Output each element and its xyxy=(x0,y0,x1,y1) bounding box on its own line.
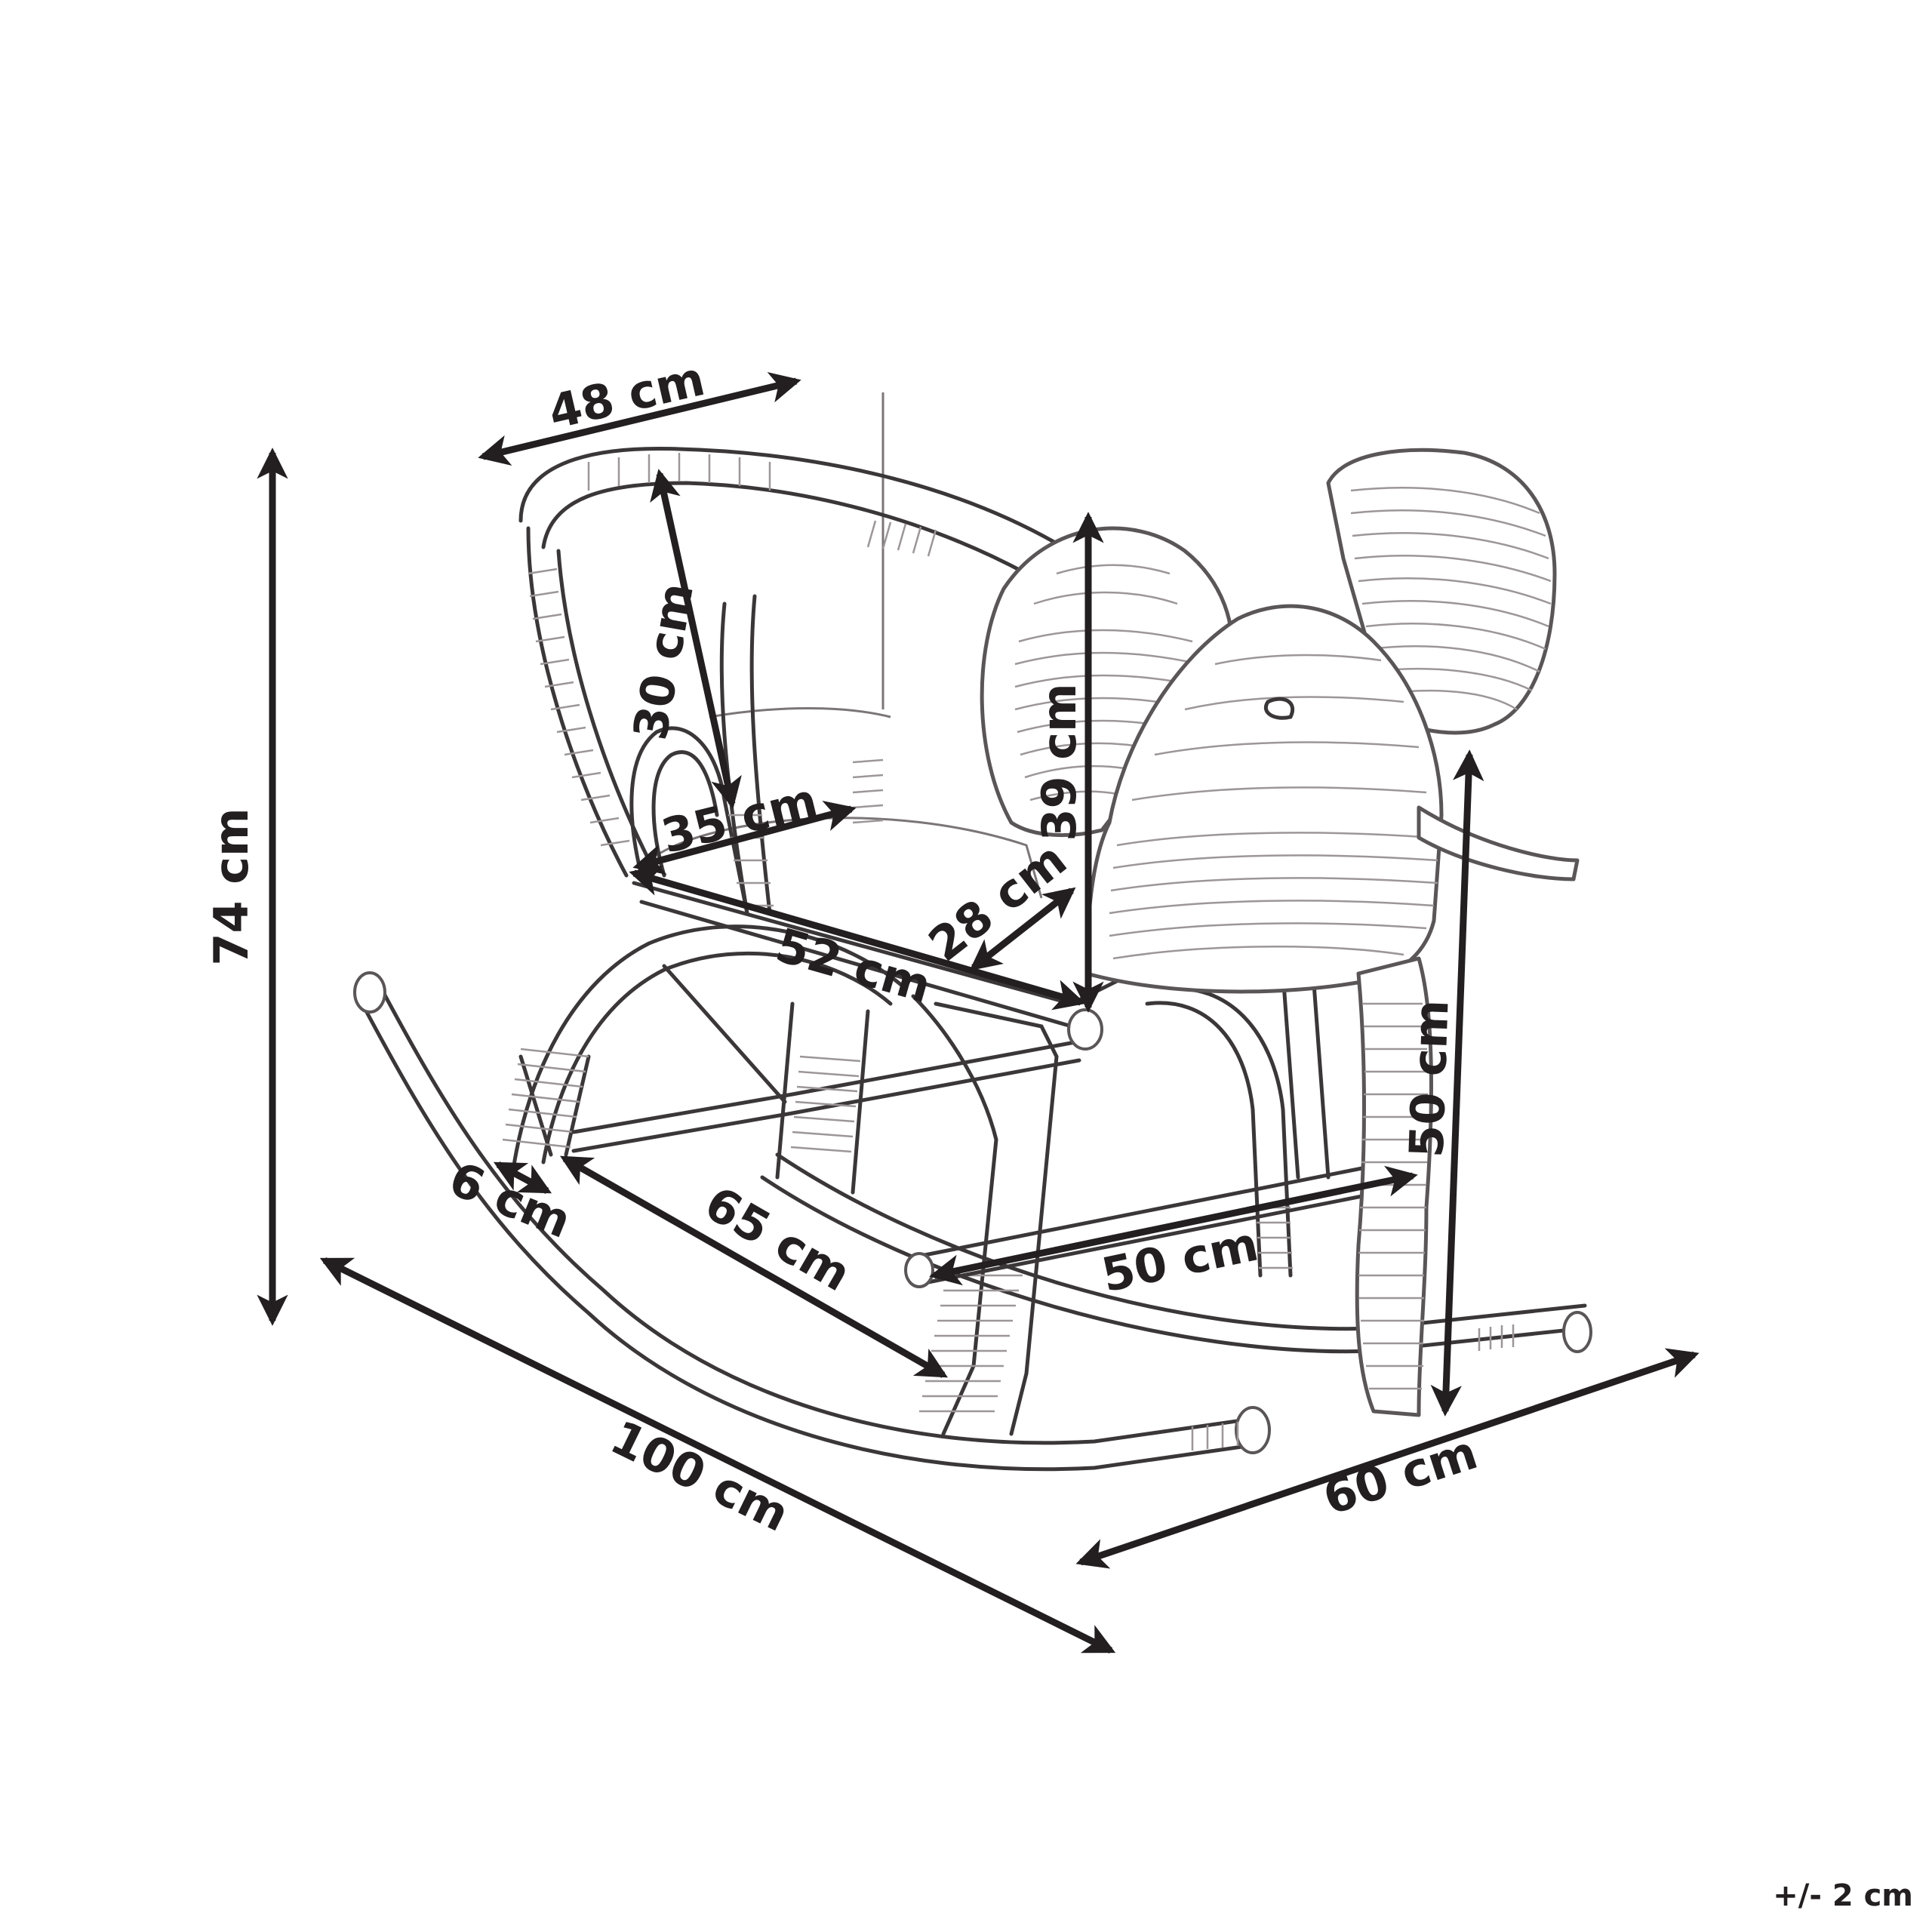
stretchers xyxy=(571,964,1081,1195)
dim-backrest-width: 48 cm xyxy=(478,351,801,466)
dim-trunk-height-label: 50 cm xyxy=(1398,998,1459,1158)
front-leg-frame xyxy=(502,924,1059,1436)
dim-backrest-width-label: 48 cm xyxy=(543,351,709,440)
tolerance-note: +/- 2 cm xyxy=(1773,1878,1913,1913)
elephant-head xyxy=(1084,604,1580,994)
dim-total-height: 74 cm xyxy=(204,448,288,1326)
dim-total-width-label: 60 cm xyxy=(1317,1425,1484,1526)
dim-total-length-label: 100 cm xyxy=(602,1410,798,1543)
dim-trunk-height: 50 cm xyxy=(1398,749,1484,1417)
dim-footrest-length-label: 50 cm xyxy=(1097,1217,1263,1303)
dim-head-height-label: 39 cm xyxy=(1032,683,1087,841)
dim-seat-width-label: 52 cm xyxy=(770,917,937,1014)
dim-seat-depth: 35 cm xyxy=(632,772,857,875)
dim-head-height: 39 cm xyxy=(1032,512,1104,1013)
dim-armrest-height: 28 cm xyxy=(918,832,1077,972)
dim-total-height-label: 74 cm xyxy=(204,808,259,965)
dim-seat-depth-label: 35 cm xyxy=(656,772,823,863)
dim-total-length: 100 cm xyxy=(319,1257,1116,1654)
dim-backrest-height-label: 30 cm xyxy=(623,579,704,744)
backrest xyxy=(518,446,1059,915)
